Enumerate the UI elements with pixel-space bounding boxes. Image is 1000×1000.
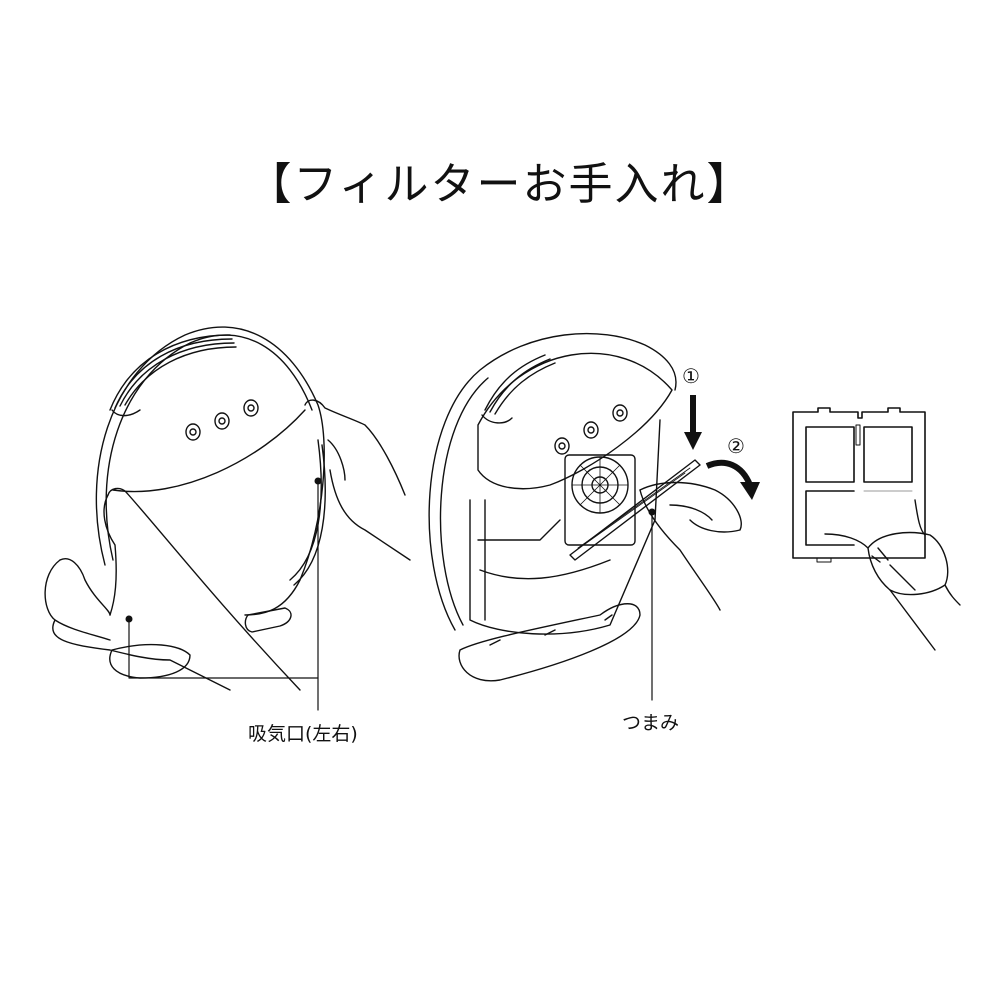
timer-button-icon (243, 399, 259, 417)
power-button-icon-2 (554, 437, 570, 455)
figure-3-filter-cleaning (792, 407, 961, 651)
filter-frame (792, 407, 926, 559)
fan-button-icon (214, 412, 230, 430)
timer-button-icon-2 (612, 404, 628, 422)
filter-pane-3 (805, 490, 855, 546)
page-title: 【フィルターお手入れ】 (247, 159, 753, 210)
knob-label: つまみ (622, 712, 680, 734)
air-intake-label: 吸気口(左右) (248, 723, 358, 745)
step-2-marker: ② (727, 434, 745, 458)
filter-pane-1 (805, 426, 855, 483)
step-1-marker: ① (682, 364, 700, 388)
fan-button-icon-2 (583, 421, 599, 439)
filter-pane-2 (863, 426, 913, 483)
callout-line (128, 618, 319, 679)
curved-arrow-icon (705, 459, 753, 487)
power-button-icon (185, 423, 201, 441)
figure-1-air-purifier-held (44, 326, 411, 711)
figure-2-filter-removal (428, 332, 760, 701)
